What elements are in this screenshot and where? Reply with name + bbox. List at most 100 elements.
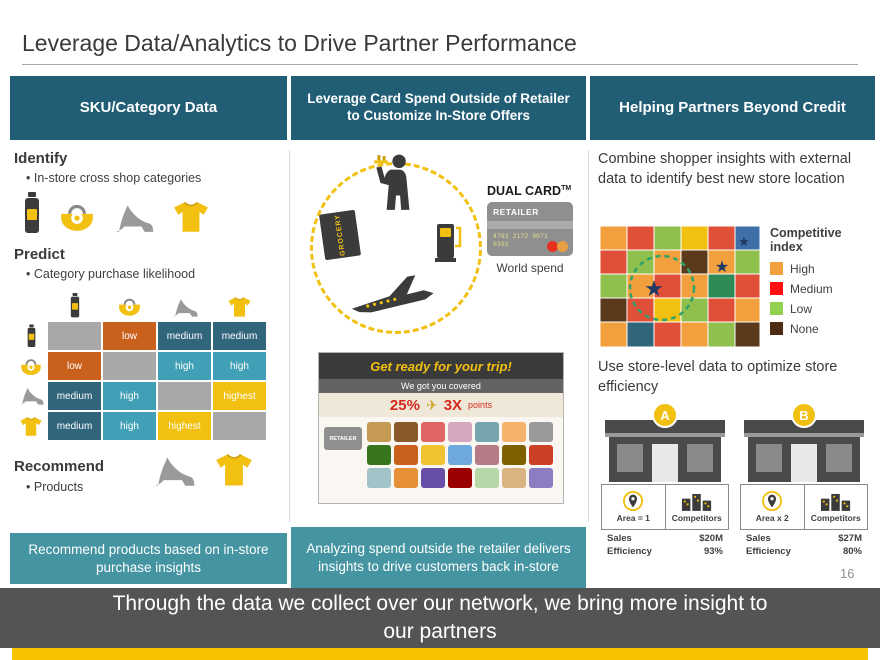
product-tile bbox=[394, 468, 418, 488]
product-tile bbox=[367, 468, 391, 488]
dual-card-label: DUAL CARDTM bbox=[487, 184, 572, 198]
fuel-pump-icon bbox=[434, 220, 464, 262]
area-cell: Area x 2 bbox=[741, 485, 805, 529]
sales-label: Sales bbox=[607, 533, 632, 544]
sales-label: Sales bbox=[746, 533, 771, 544]
page-number: 16 bbox=[840, 566, 855, 581]
map-graphic: ★ ★ ★ bbox=[600, 226, 760, 348]
grocery-label: GROCERY bbox=[333, 213, 347, 257]
promo-card-chip: RETAILER bbox=[324, 427, 362, 450]
store-info-panel: Area x 2 Competitors bbox=[740, 484, 868, 530]
offer-percent: 25% bbox=[389, 396, 420, 414]
store-location-paragraph: Combine shopper insights with external d… bbox=[598, 151, 852, 187]
accent-bar bbox=[12, 648, 868, 660]
matrix-cell: high bbox=[213, 352, 266, 380]
product-tile bbox=[502, 422, 526, 442]
purchase-likelihood-matrix: low medium medium low high high medium h… bbox=[16, 290, 266, 440]
efficiency-value: 93% bbox=[703, 546, 723, 557]
shirt-icon bbox=[172, 200, 210, 234]
matrix-cell bbox=[103, 352, 156, 380]
medium-swatch bbox=[770, 282, 783, 296]
bottle-icon bbox=[22, 192, 42, 234]
store-info-panel: Area = 1 Competitors bbox=[601, 484, 729, 530]
promo-offer-line: 25% ✈ 3X points bbox=[319, 393, 563, 417]
store-stats: Sales $20M Efficiency 93% bbox=[601, 533, 729, 557]
bottle-icon bbox=[48, 290, 101, 320]
product-tile bbox=[529, 468, 553, 488]
matrix-cell: low bbox=[48, 352, 101, 380]
retailer-card: RETAILER 4783 2172 9071 0392 bbox=[487, 202, 573, 256]
shoe-icon bbox=[158, 290, 211, 320]
matrix-cell: high bbox=[158, 352, 211, 380]
offer-multiplier: 3X bbox=[443, 396, 463, 414]
product-tile bbox=[448, 468, 472, 488]
competitors-cell: Competitors bbox=[805, 485, 868, 529]
matrix-cell: medium bbox=[158, 322, 211, 350]
legend-item-high: High bbox=[770, 262, 872, 276]
promo-headline: Get ready for your trip! bbox=[319, 353, 563, 379]
column3-header: Helping Partners Beyond Credit bbox=[590, 76, 875, 140]
recommend-icons-row bbox=[150, 452, 254, 488]
shopper-person-icon bbox=[374, 152, 420, 212]
product-tile bbox=[367, 445, 391, 465]
storefront-graphic: A bbox=[601, 402, 729, 484]
predict-bullet: Category purchase likelihood bbox=[16, 267, 195, 281]
sales-value: $27M bbox=[838, 533, 862, 544]
product-tile bbox=[421, 445, 445, 465]
none-swatch bbox=[770, 322, 783, 336]
category-icons-row bbox=[22, 192, 210, 234]
product-tile bbox=[367, 422, 391, 442]
store-badge: A bbox=[652, 402, 678, 428]
product-tile bbox=[394, 422, 418, 442]
legend-item-medium: Medium bbox=[770, 282, 872, 296]
product-tile bbox=[421, 422, 445, 442]
bottle-icon bbox=[16, 322, 46, 350]
product-tile bbox=[475, 445, 499, 465]
shirt-icon bbox=[16, 412, 46, 440]
bag-icon bbox=[103, 290, 156, 320]
svg-text:★: ★ bbox=[644, 276, 664, 301]
matrix-cell: highest bbox=[158, 412, 211, 440]
card-stripe bbox=[487, 221, 573, 229]
column2-takeaway: Analyzing spend outside the retailer del… bbox=[291, 527, 586, 589]
product-tile bbox=[529, 445, 553, 465]
matrix-cell bbox=[213, 412, 266, 440]
shirt-icon bbox=[213, 290, 266, 320]
title-divider bbox=[22, 64, 858, 65]
matrix-cell: medium bbox=[213, 322, 266, 350]
grocery-bag-icon: GROCERY bbox=[318, 209, 362, 261]
high-swatch bbox=[770, 262, 783, 276]
bag-icon bbox=[16, 352, 46, 380]
world-spend-caption: World spend bbox=[496, 261, 564, 275]
competitive-index-legend: Competitive index High Medium Low None bbox=[770, 226, 872, 342]
matrix-cell: high bbox=[103, 412, 156, 440]
promo-subline: We got you covered bbox=[319, 379, 563, 393]
bag-icon bbox=[58, 198, 96, 234]
legend-item-none: None bbox=[770, 322, 872, 336]
product-tile bbox=[448, 422, 472, 442]
store-a-block: A Area = 1 Competitors Sales $20M Effici… bbox=[601, 402, 729, 557]
product-tile bbox=[475, 468, 499, 488]
product-tile bbox=[394, 445, 418, 465]
recommend-bullet: Products bbox=[16, 480, 83, 494]
column-divider bbox=[289, 150, 290, 522]
efficiency-label: Efficiency bbox=[746, 546, 791, 557]
sales-value: $20M bbox=[699, 533, 723, 544]
product-tile bbox=[529, 422, 553, 442]
efficiency-label: Efficiency bbox=[607, 546, 652, 557]
shoe-icon bbox=[112, 202, 156, 234]
banner-text: Through the data we collect over our net… bbox=[112, 591, 768, 643]
location-pin-icon bbox=[623, 491, 643, 511]
legend-item-low: Low bbox=[770, 302, 872, 316]
identify-bullet: In-store cross shop categories bbox=[16, 171, 201, 185]
competitors-cell: Competitors bbox=[666, 485, 729, 529]
product-collage: RETAILER bbox=[319, 417, 563, 503]
svg-text:★: ★ bbox=[738, 234, 750, 249]
product-tile bbox=[502, 468, 526, 488]
area-cell: Area = 1 bbox=[602, 485, 666, 529]
efficiency-value: 80% bbox=[842, 546, 862, 557]
column1-header: SKU/Category Data bbox=[10, 76, 287, 140]
slide-title: Leverage Data/Analytics to Drive Partner… bbox=[22, 30, 577, 56]
column1-takeaway: Recommend products based on in-store pur… bbox=[10, 533, 287, 584]
